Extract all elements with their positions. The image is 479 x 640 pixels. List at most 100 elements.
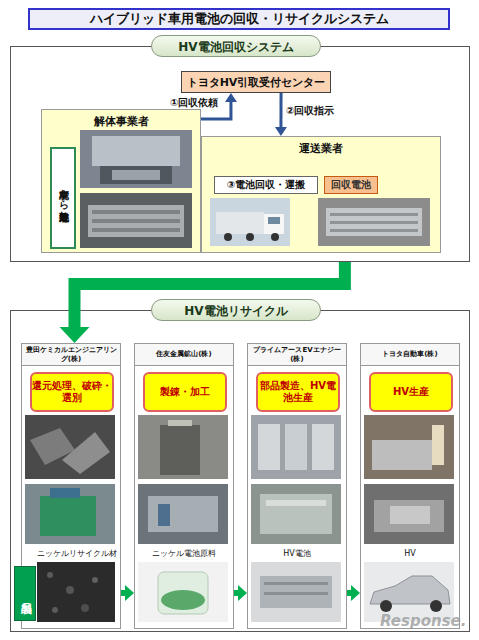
battery-stripe <box>264 592 328 595</box>
car-assembly-photo <box>364 415 454 479</box>
company-name: プライムアースEVエナジー(株) <box>248 344 346 366</box>
battery-stripe <box>92 228 180 232</box>
process-label: 部品製造、HV電池生産 <box>258 380 338 404</box>
company-name: 住友金属鉱山(株) <box>135 344 233 366</box>
worker <box>432 425 444 465</box>
assembly-rail <box>266 500 326 506</box>
battery-removal-photo <box>80 193 192 248</box>
car-body <box>92 136 180 166</box>
battery-module <box>285 424 307 470</box>
actor-box: 解体事業者廃車から電池取外し <box>41 109 201 253</box>
step-label: ③電池回収・運搬 <box>227 178 305 192</box>
process-label: 還元処理、破砕・選別 <box>32 380 112 404</box>
section-frame: HV電池回収システムトヨタHV引取受付センター解体事業者廃車から電池取外し運送業… <box>10 46 470 262</box>
photo-bg <box>25 484 115 544</box>
photo-bg <box>80 130 192 188</box>
arrow-line <box>279 93 282 129</box>
beaker <box>158 572 208 614</box>
actor-box: 運送業者 ③電池回収・運搬 回収電池 <box>201 136 441 253</box>
flow-arrow <box>121 585 134 601</box>
photo-bg <box>138 484 228 544</box>
furnace <box>160 425 200 475</box>
photo-bg <box>37 562 115 622</box>
hv-battery-photo <box>251 562 341 622</box>
photo-bg <box>251 562 341 622</box>
flow-arrow <box>275 93 287 136</box>
car-floor <box>374 500 444 532</box>
battery-stripe <box>92 219 180 223</box>
granule <box>52 607 58 613</box>
actor-name: 運送業者 <box>202 141 440 156</box>
processing-photo <box>138 484 228 544</box>
reduction-photo <box>25 415 115 479</box>
section-heading: HV電池回収システム <box>151 35 321 57</box>
granule <box>66 586 74 594</box>
photo-bg <box>318 198 430 246</box>
crusher-photo <box>25 484 115 544</box>
battery-stripe <box>92 210 180 214</box>
photo-bg <box>210 198 290 246</box>
car-wheel <box>430 600 442 612</box>
product-name: HV電池 <box>248 548 346 560</box>
smelting-photo <box>138 415 228 479</box>
processing-plant <box>148 496 218 532</box>
hybrid-car-photo <box>364 562 454 622</box>
arrow-head <box>225 93 237 102</box>
flow-arrow <box>60 262 345 343</box>
photo-bg <box>251 484 341 544</box>
process-box: トヨタHV引取受付センター <box>181 71 331 93</box>
nickel-raw-material-photo <box>138 562 228 622</box>
metal-scrap <box>62 432 110 474</box>
product-name: ニッケルリサイクル材 <box>22 548 120 560</box>
car-wheel <box>380 600 392 612</box>
battery-stripe <box>330 213 418 216</box>
trunk-opening <box>100 166 172 184</box>
arrow-head <box>125 585 134 601</box>
photo-bg <box>25 415 115 479</box>
crusher-machine <box>40 496 96 536</box>
item-box: 回収電池 <box>324 176 378 194</box>
arrow-head <box>60 327 90 343</box>
product-tag: 製品 <box>14 566 36 621</box>
nickel-material-photo <box>37 562 115 622</box>
crusher-hopper <box>50 488 80 498</box>
photo-bg <box>364 484 454 544</box>
company-name: トヨタ自動車(株) <box>361 344 459 366</box>
step-box: 廃車から電池取外し <box>50 147 76 249</box>
battery-production-photo <box>251 484 341 544</box>
product-name: HV <box>361 548 459 560</box>
truck-wheel <box>271 233 279 241</box>
battery-stripe <box>264 582 328 585</box>
truck-wheel <box>246 233 254 241</box>
arrow-line <box>121 590 127 596</box>
section-heading: HV電池リサイクル <box>151 299 321 321</box>
diagram-title: ハイブリッド車用電池の回収・リサイクルシステム <box>28 8 450 30</box>
item-label: 回収電池 <box>331 178 371 192</box>
process-box: 部品製造、HV電池生産 <box>256 372 340 412</box>
truck-wheel <box>224 233 232 241</box>
company-column: トヨタ自動車(株)HVHV生産 <box>360 343 460 629</box>
battery-in-car <box>112 170 160 180</box>
truck-window <box>268 217 280 224</box>
granule <box>92 577 98 583</box>
collected-battery-photo <box>318 198 430 246</box>
photo-bg <box>80 193 192 248</box>
flow-arrow <box>201 93 237 119</box>
product-name: ニッケル電池原料 <box>135 548 233 560</box>
granule <box>47 572 53 578</box>
battery-pack <box>326 208 422 236</box>
photo-bg <box>138 415 228 479</box>
truck-bed <box>216 212 264 234</box>
furnace-top <box>168 420 192 426</box>
photo-bg <box>364 562 454 622</box>
process-box: 還元処理、破砕・選別 <box>30 372 114 412</box>
photo-bg <box>364 415 454 479</box>
battery-install-photo <box>364 484 454 544</box>
truck-photo <box>210 198 290 246</box>
car-body <box>372 440 432 470</box>
arrow-line <box>75 262 345 330</box>
green-liquid <box>161 590 205 610</box>
battery-pack <box>390 506 430 524</box>
parts-photo <box>251 415 341 479</box>
